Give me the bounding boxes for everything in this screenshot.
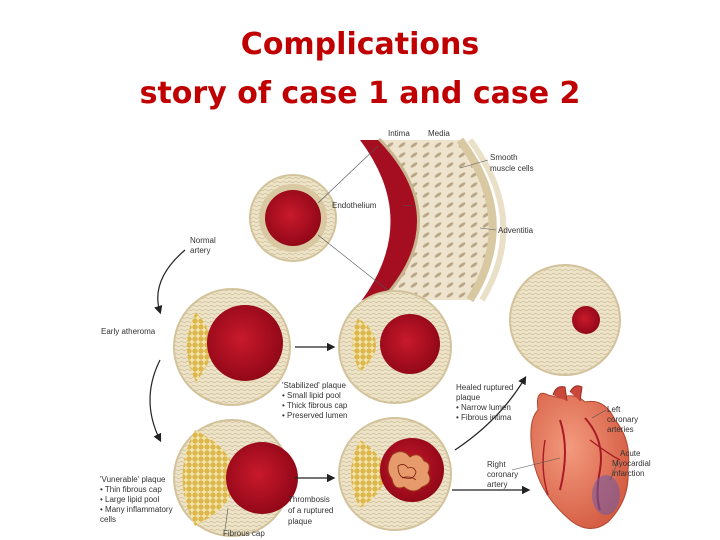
label-smooth-muscle-1: Smooth [490, 153, 518, 162]
leader-left-coronary [591, 409, 607, 419]
label-early-atheroma: Early atheroma [101, 327, 156, 336]
leader-fibrous-cap [224, 507, 229, 531]
label-acute-mi-2: Myocardial [612, 459, 651, 468]
title-line-2: story of case 1 and case 2 [139, 76, 581, 111]
healed-plaque-illustration [509, 264, 621, 376]
early-atheroma-illustration [173, 288, 291, 406]
label-right-coronary-3: artery [487, 480, 507, 489]
zoom-line-bottom [317, 234, 396, 297]
arrow-thrombosis-to-healed [454, 375, 527, 451]
thrombosis-illustration [338, 417, 452, 531]
vulnerable-plaque-illustration [173, 419, 298, 537]
label-stabilized-3: • Thick fibrous cap [282, 401, 348, 410]
label-media: Media [428, 129, 450, 138]
leader-smooth-muscle [459, 159, 489, 169]
label-acute-mi-3: infarction [612, 469, 644, 478]
label-intima: Intima [388, 129, 410, 138]
label-stabilized-2: • Small lipid pool [282, 391, 341, 400]
arrow-early-to-vulnerable [149, 359, 162, 443]
label-adventitia: Adventitia [498, 226, 534, 235]
label-endothelium: Endothelium [332, 201, 377, 210]
leader-adventitia [479, 227, 497, 231]
label-right-coronary-1: Right [487, 460, 506, 469]
label-normal-artery-1: Normal [190, 236, 216, 245]
label-healed-1: Healed ruptured [456, 383, 513, 392]
label-stabilized-1: 'Stabilized' plaque [282, 381, 347, 390]
title-line-1: Complications [240, 27, 480, 62]
label-thrombosis-1: Thrombosis [288, 495, 330, 504]
label-vulnerable-5: cells [100, 515, 116, 524]
zoom-line-top [317, 145, 379, 204]
leader-right-coronary [511, 457, 561, 471]
label-left-coronary-2: coronary [607, 415, 638, 424]
stabilized-plaque-illustration [338, 290, 452, 404]
leader-acute-mi [609, 461, 619, 481]
arrow-normal-to-early [154, 249, 186, 315]
label-smooth-muscle-2: muscle cells [490, 164, 534, 173]
label-healed-2: plaque [456, 393, 481, 402]
heart-illustration [530, 385, 630, 529]
label-stabilized-4: • Preserved lumen [282, 411, 348, 420]
label-vulnerable-1: 'Vunerable' plaque [100, 475, 166, 484]
label-thrombosis-3: plaque [288, 517, 313, 526]
label-fibrous-cap: Fibrous cap [223, 529, 265, 538]
label-right-coronary-2: coronary [487, 470, 518, 479]
label-thrombosis-2: of a ruptured [288, 506, 333, 515]
artery-wall-section [360, 137, 507, 303]
label-vulnerable-2: • Thin fibrous cap [100, 485, 162, 494]
normal-artery-illustration [249, 174, 337, 262]
label-left-coronary-3: arteries [607, 425, 634, 434]
label-normal-artery-2: artery [190, 246, 210, 255]
label-healed-3: • Narrow lumen [456, 403, 511, 412]
leader-endothelium [401, 204, 413, 207]
label-acute-mi-1: Acute [620, 449, 641, 458]
label-left-coronary-1: Left [607, 405, 621, 414]
infarction-area [592, 475, 620, 515]
label-vulnerable-3: • Large lipid pool [100, 495, 160, 504]
label-vulnerable-4: • Many inflammatory [100, 505, 173, 514]
label-healed-4: • Fibrous intima [456, 413, 512, 422]
